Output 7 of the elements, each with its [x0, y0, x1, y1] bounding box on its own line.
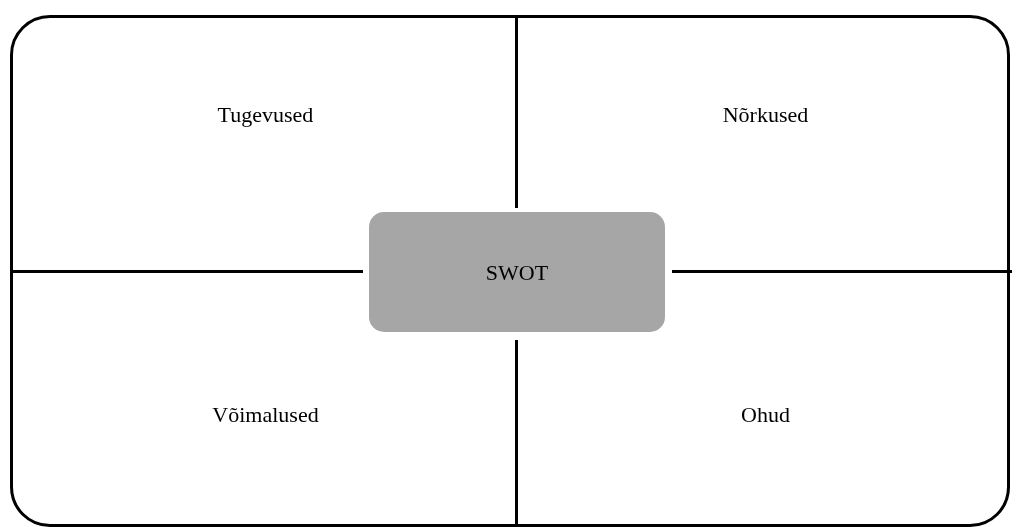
- frame-box: [10, 15, 1010, 527]
- node-label: Ohud: [741, 401, 790, 429]
- node-label: SWOT: [485, 258, 549, 287]
- node-label: Tugevused: [217, 101, 314, 129]
- center-box: [369, 212, 665, 332]
- node-label: Nõrkused: [722, 101, 809, 129]
- node-label: Võimalused: [212, 401, 319, 429]
